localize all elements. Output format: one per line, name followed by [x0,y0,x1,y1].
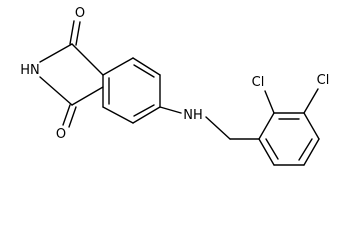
bond-c1-o-top-a [69,20,75,45]
phthalimide-core [39,20,161,128]
bond-c6p-c1p-inner [265,138,279,160]
amine-linker [159,106,260,140]
bond-c5-c4-inner [133,104,155,117]
atom-label-cl-right: Cl [317,73,330,88]
atom-label-cl-left: Cl [252,75,265,90]
bond-c1-c7a [71,43,104,76]
bond-c1-o-top-b [75,21,81,46]
bond-c5-c4 [132,106,161,124]
bond-c2p-cl [264,90,275,114]
dichlorophenyl-ring [258,88,320,166]
bond-c4p-c5p-inner [298,138,313,161]
bond-n2-c3 [39,76,73,106]
bond-c3-o-bottom-a [62,104,71,126]
bond-c1p-c2p [258,112,275,140]
bond-c3-o-bottom-b [68,106,77,128]
atom-label-nh-imide: HN [20,63,40,78]
bond-c6p-c1p [258,138,275,166]
bond-nh-ch2 [205,116,231,140]
bond-c4p-c5p [303,138,320,166]
bond-c7-c6 [132,57,161,76]
atom-label-o-bottom: O [56,127,66,142]
bond-c1-n2 [39,43,73,63]
bond-c3p-cl [303,88,319,114]
bond-c5-nh [159,106,182,114]
bond-c4-c3a [102,106,134,124]
bond-c3p-c4p [303,112,320,140]
atom-label-nh-amine: NH [183,108,203,123]
atom-label-o-top: O [75,6,85,21]
bond-c7-c6-inner [133,64,155,78]
bond-c3-c3a [71,86,104,106]
bond-c7a-c7 [102,57,134,76]
molecule-diagram: O HN O NH Cl Cl [20,6,330,166]
